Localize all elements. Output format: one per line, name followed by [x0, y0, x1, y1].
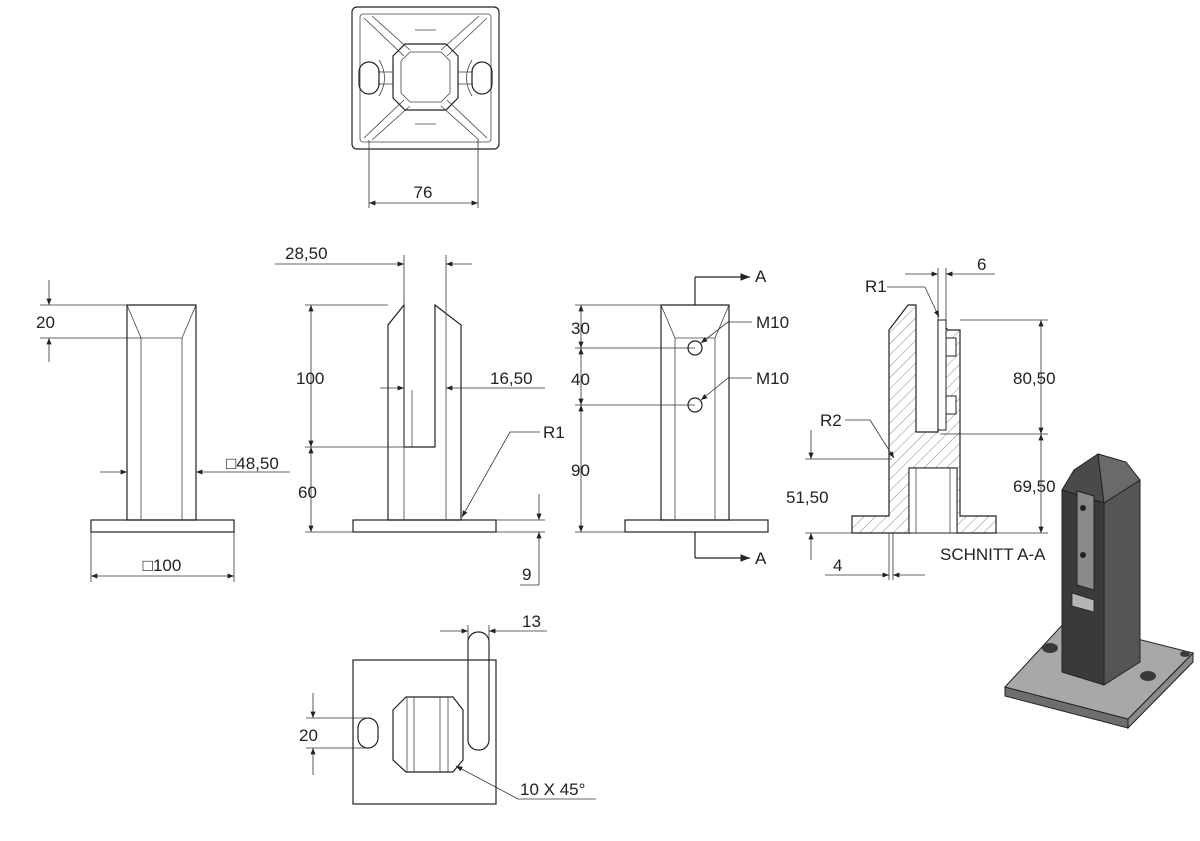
dim-base-thickness: 9 — [522, 565, 531, 584]
dim-height-20: 20 — [36, 313, 55, 332]
dim-hole-40: 40 — [571, 370, 590, 389]
bottom-dim-13: 13 — [522, 612, 541, 631]
dim-slot-28-50: 28,50 — [285, 244, 328, 263]
dim-post-square: □48,50 — [226, 454, 279, 473]
dim-height-60: 60 — [298, 483, 317, 502]
dim-base-square: □100 — [143, 556, 182, 575]
thread-label-2: M10 — [756, 369, 789, 388]
front-view-slot: 28,50 100 60 16,50 R1 9 — [275, 244, 565, 586]
dim-slot-16-50: 16,50 — [490, 369, 533, 388]
section-radius-r2: R2 — [820, 411, 842, 430]
section-marker-bottom: A — [755, 549, 767, 568]
section-dim-69-50: 69,50 — [1013, 477, 1056, 496]
dim-hole-30: 30 — [571, 319, 590, 338]
top-view: 76 — [351, 6, 500, 208]
front-view-left: 20 □48,50 □100 — [36, 280, 290, 582]
front-view-holes: A A 30 40 90 M10 M10 — [571, 267, 789, 568]
section-marker-top: A — [755, 267, 767, 286]
dim-radius-r1: R1 — [543, 423, 565, 442]
isometric-view — [1004, 453, 1194, 730]
thread-label-1: M10 — [756, 313, 789, 332]
section-dim-4: 4 — [833, 556, 842, 575]
section-view: 6 R1 R2 80,50 69,50 51,50 4 SCHNITT A-A — [786, 255, 1056, 580]
dim-hole-90: 90 — [571, 461, 590, 480]
bottom-chamfer: 10 X 45° — [520, 780, 585, 799]
section-radius-r1: R1 — [865, 277, 887, 296]
section-dim-80-50: 80,50 — [1013, 369, 1056, 388]
section-label: SCHNITT A-A — [940, 545, 1046, 564]
bottom-view: 13 20 10 X 45° — [299, 612, 596, 805]
bottom-dim-20: 20 — [299, 726, 318, 745]
section-dim-6: 6 — [977, 255, 986, 274]
section-dim-51-50: 51,50 — [786, 488, 829, 507]
dim-height-100: 100 — [296, 369, 324, 388]
dim-top-width: 76 — [414, 183, 433, 202]
